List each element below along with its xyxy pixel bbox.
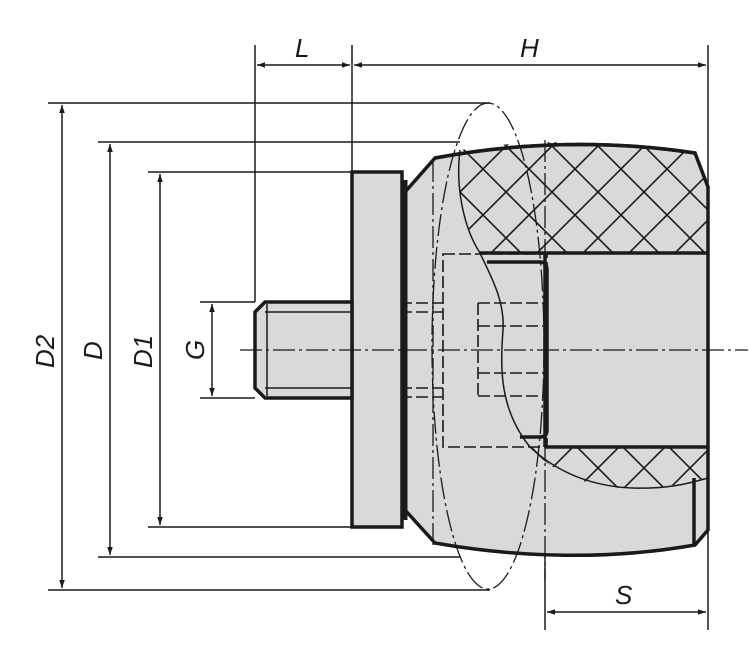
dim-label-D: D [78,341,108,360]
threaded-stud [253,300,354,400]
dim-label-L: L [295,33,309,63]
dim-label-H: H [520,33,539,63]
dimension-lines [59,62,706,615]
break-line [479,252,531,448]
dim-label-G: G [180,340,210,360]
dim-label-S: S [615,580,633,610]
grip-contour-ellipse [431,102,545,590]
dim-label-D1: D1 [128,335,158,368]
dim-label-D2: D2 [30,334,60,368]
